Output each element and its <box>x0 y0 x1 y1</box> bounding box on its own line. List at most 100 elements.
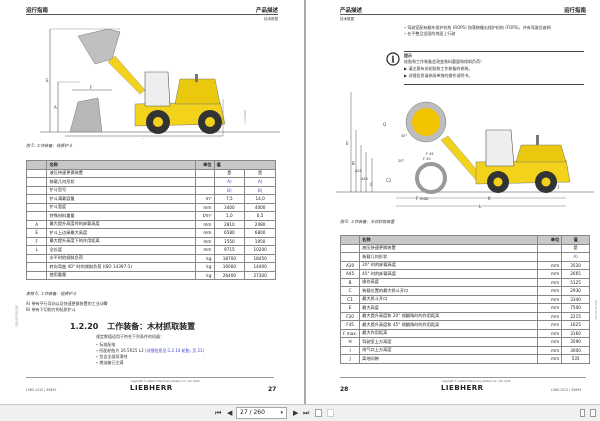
col-code <box>25 160 48 170</box>
note-action: ▶ 请注意有关轮胎和工作装备的修装。 <box>403 66 473 71</box>
svg-text:A: A <box>54 105 57 110</box>
cell-code <box>25 194 48 204</box>
svg-text:i: i <box>391 56 395 66</box>
two-page-view-icon[interactable] <box>590 409 596 417</box>
page-number: 27 <box>268 386 277 393</box>
cell-code <box>25 168 48 178</box>
last-page-button[interactable]: ⏭ <box>303 409 310 417</box>
note-title: 提示 <box>403 53 412 58</box>
note-a: A) 带有平行导向以及快速更换装置的工业动臂 <box>26 301 108 306</box>
next-page-button[interactable]: ▶ <box>293 409 299 417</box>
cell-unit: mm <box>537 345 563 355</box>
cell-code: H <box>339 337 361 347</box>
note-top-rule <box>403 51 584 52</box>
cell-value: 3000 <box>561 345 590 355</box>
cell-code: J <box>339 354 361 364</box>
svg-text:L: L <box>479 204 482 209</box>
section-title: 工作装备：木材抓取装置 <box>107 322 196 331</box>
cell-code <box>25 262 48 272</box>
svg-text:E: E <box>346 141 349 146</box>
page-28: 产品描述 运行指南 技术数据 驾驶室配有翻车保护机构 (ROPS) 和落物撞击保… <box>305 0 600 404</box>
cell-value-1: 是 <box>213 168 246 178</box>
svg-text:J: J <box>557 184 559 189</box>
cell-code <box>339 252 361 262</box>
cell-name: 水平时的倾斜负荷 <box>46 253 197 263</box>
cell-name: 排气口上方高度 <box>359 345 539 355</box>
col-value: 值 <box>213 160 276 170</box>
section-number: 1.2.20 <box>70 322 99 331</box>
svg-text:F 45: F 45 <box>426 152 434 156</box>
page-number-input[interactable]: 27 / 260 ▾ <box>236 407 287 419</box>
single-page-view-icon[interactable] <box>580 409 585 417</box>
cell-name: 最大抓斗开口 <box>359 294 539 304</box>
svg-text:C: C <box>370 182 373 187</box>
page-dropdown-icon[interactable]: ▾ <box>280 410 283 416</box>
cell-unit <box>537 243 563 253</box>
cell-value: 是 <box>561 243 590 253</box>
cell-value-2: 27300 <box>244 270 276 280</box>
cell-value: 1625 <box>561 320 590 330</box>
cell-code: I <box>339 345 361 355</box>
cell-name: 铲斗上边缘最大高度 <box>46 228 197 238</box>
cell-value-2: 是 <box>244 168 276 178</box>
cell-value-1: 2810 <box>213 219 246 229</box>
page-spread: 运行指南 产品描述 技术数据 E A F L <box>0 0 600 404</box>
liebherr-logo: LIEBHERR <box>130 384 173 392</box>
cell-name: 液压快速更换装置 <box>46 168 197 178</box>
cell-unit: mm <box>195 228 215 238</box>
page-number: 28 <box>339 386 349 393</box>
cell-name: 使用重量 <box>46 270 197 280</box>
note-box: 提示 轮胎和工作装备会改变装料重量和倾斜负荷！ ▶ 请注意有关轮胎和工作装备的修… <box>404 53 584 79</box>
list-item: 驾驶室配有翻车保护机构 (ROPS) 和落物撞击保护机构 (FOPS)，并有驾驶… <box>404 25 584 31</box>
prev-page-button[interactable]: ◀ <box>227 409 233 417</box>
cell-unit: mm <box>195 245 215 255</box>
cell-code: F <box>25 236 48 246</box>
conditions-list: 标准配电 所配轮胎为 26.5R25 L3 (详细信息见:1.2.14 轮胎, … <box>96 342 204 366</box>
header-left: 运行指南 <box>26 8 49 14</box>
cell-unit <box>195 168 215 178</box>
cell-name: 最大提升高度时的卸载高度 <box>46 219 197 229</box>
cell-value-2: B) <box>244 185 276 195</box>
cell-value: 5125 <box>561 277 590 287</box>
cell-value-1: 7,5 <box>213 194 246 204</box>
section-heading: 1.2.20 工作装备：木材抓取装置 <box>70 321 195 332</box>
first-page-button[interactable]: ⏮ <box>215 409 222 417</box>
header-right: 产品描述 <box>255 8 278 14</box>
cell-name: 最大高度 <box>359 303 539 313</box>
svg-text:K: K <box>488 196 491 201</box>
cell-code: F max. <box>339 328 361 338</box>
cell-unit: kg <box>195 262 215 272</box>
cell-value: 535 <box>561 354 590 364</box>
note-bottom-rule <box>403 84 584 85</box>
svg-text:A20: A20 <box>355 169 362 173</box>
cell-name: 装载位置的最大抓斗开口 <box>359 286 539 296</box>
cell-value: 7500 <box>561 303 590 313</box>
margin-id-strip: LWS-01179-001 <box>593 300 597 320</box>
cell-name: 最大提升高度和 45° 倾翻角时的作用距离 <box>359 320 539 330</box>
cell-unit: mm <box>537 337 563 347</box>
note-action: ▶ 详细信息请参阅单独的操作说明书。 <box>403 73 473 78</box>
tire-reference-link[interactable]: (详细信息见:1.2.14 轮胎, 页 21) <box>144 348 205 353</box>
cell-code: E <box>339 303 361 313</box>
cell-code <box>25 185 48 195</box>
cell-unit: mm <box>537 303 563 313</box>
cell-unit: kg <box>195 270 215 280</box>
list-item: 所配轮胎为 26.5R25 L3 (详细信息见:1.2.14 轮胎, 页 21) <box>96 348 204 354</box>
cell-code: A45 <box>339 269 361 279</box>
svg-text:F max.: F max. <box>416 196 430 201</box>
svg-text:F 20: F 20 <box>423 157 431 161</box>
copy-pages-icon[interactable] <box>315 409 322 417</box>
paste-pages-icon[interactable] <box>327 409 334 417</box>
cell-name: 特殊材料重量 <box>46 211 197 221</box>
cell-code: C <box>339 286 361 296</box>
note-b: B) 带有下切削刃的轻质铲斗 <box>26 307 76 312</box>
